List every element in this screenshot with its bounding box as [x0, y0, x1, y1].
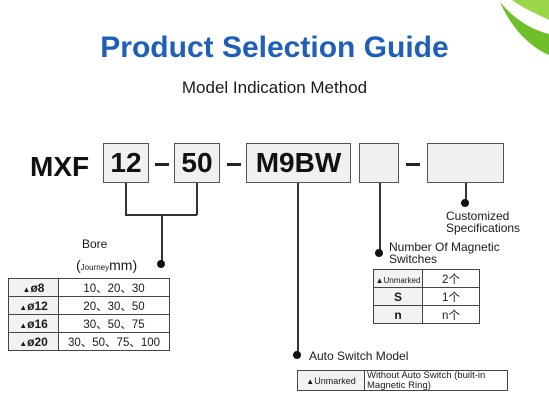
bore-value: ø16	[27, 316, 48, 331]
table-row: ▲ø20 30、50、75、100	[8, 332, 170, 351]
bore-cell: ▲ø20	[8, 332, 59, 351]
switch-connector	[297, 183, 299, 353]
custom-connector	[465, 183, 467, 203]
bracket-left	[125, 214, 163, 216]
magnetic-switches-label: Number Of Magnetic Switches	[389, 240, 500, 266]
table-row: ▲Unmarked Without Auto Switch (built-in …	[297, 370, 508, 391]
magnetic-connector	[379, 183, 381, 253]
journey-cell: 20、30、50	[58, 296, 170, 315]
marker-icon: ▲	[19, 302, 28, 312]
code-value: Unmarked	[383, 275, 421, 285]
count-cell: n个	[422, 305, 480, 324]
magnetic-count-box	[359, 143, 399, 183]
marker-icon: ▲	[19, 320, 28, 330]
customized-label: Customized Specifications	[446, 209, 521, 235]
count-cell: 1个	[422, 287, 480, 306]
bracket-right	[160, 214, 197, 216]
bore-connector	[125, 183, 127, 215]
code-cell: ▲Unmarked	[373, 269, 423, 288]
bore-cell: ▲ø12	[8, 296, 59, 315]
switch-dot	[293, 351, 301, 359]
switch-code-box: M9BW	[246, 143, 351, 183]
bore-code-box: 12	[103, 143, 149, 183]
journey-paren: (	[76, 257, 81, 273]
count-cell: 2个	[422, 269, 480, 288]
code-value: Unmarked	[314, 375, 356, 386]
magnetic-table: ▲Unmarked 2个 S 1个 n n个	[373, 269, 480, 324]
custom-spec-box	[427, 143, 504, 183]
journey-cell: 30、50、75	[58, 314, 170, 333]
journey-cell: 30、50、75、100	[58, 332, 170, 351]
journey-label: (Journeymm)	[76, 257, 137, 276]
custom-dot	[461, 199, 469, 207]
journey-connector	[196, 183, 198, 215]
marker-icon: ▲	[22, 284, 31, 294]
marker-icon: ▲	[375, 275, 384, 285]
auto-switch-label: Auto Switch Model	[309, 349, 409, 363]
bore-dot	[157, 260, 165, 268]
bore-cell: ▲ø16	[8, 314, 59, 333]
bore-label: Bore	[82, 237, 108, 251]
table-row: S 1个	[373, 287, 480, 306]
marker-icon: ▲	[19, 338, 28, 348]
bore-value: ø8	[30, 280, 45, 295]
bore-table: ▲ø8 10、20、30 ▲ø12 20、30、50 ▲ø16 30、50、75…	[8, 278, 170, 351]
journey-unit: mm)	[109, 257, 138, 273]
dash-1	[155, 163, 169, 166]
bracket-stem	[161, 214, 163, 264]
magnetic-dot	[375, 249, 383, 257]
auto-switch-table: ▲Unmarked Without Auto Switch (built-in …	[297, 370, 508, 391]
dash-3	[406, 163, 420, 166]
code-cell: n	[373, 305, 423, 324]
dash-2	[227, 163, 241, 166]
code-cell: S	[373, 287, 423, 306]
page-subtitle: Model Indication Method	[181, 78, 368, 97]
description-cell: Without Auto Switch (built-in Magnetic R…	[364, 370, 508, 391]
code-cell: ▲Unmarked	[297, 370, 365, 391]
table-row: ▲Unmarked 2个	[373, 269, 480, 288]
model-prefix: MXF	[30, 151, 90, 182]
bore-cell: ▲ø8	[8, 278, 59, 297]
table-row: ▲ø16 30、50、75	[8, 314, 170, 333]
page-title: Product Selection Guide	[100, 31, 449, 64]
leaf-decoration	[500, 0, 549, 55]
bore-value: ø12	[27, 298, 48, 313]
bore-value: ø20	[27, 334, 48, 349]
journey-code-box: 50	[174, 143, 220, 183]
marker-icon: ▲	[306, 376, 315, 386]
table-row: ▲ø12 20、30、50	[8, 296, 170, 315]
table-row: ▲ø8 10、20、30	[8, 278, 170, 297]
journey-cell: 10、20、30	[58, 278, 170, 297]
journey-word: Journey	[80, 263, 110, 272]
table-row: n n个	[373, 305, 480, 324]
